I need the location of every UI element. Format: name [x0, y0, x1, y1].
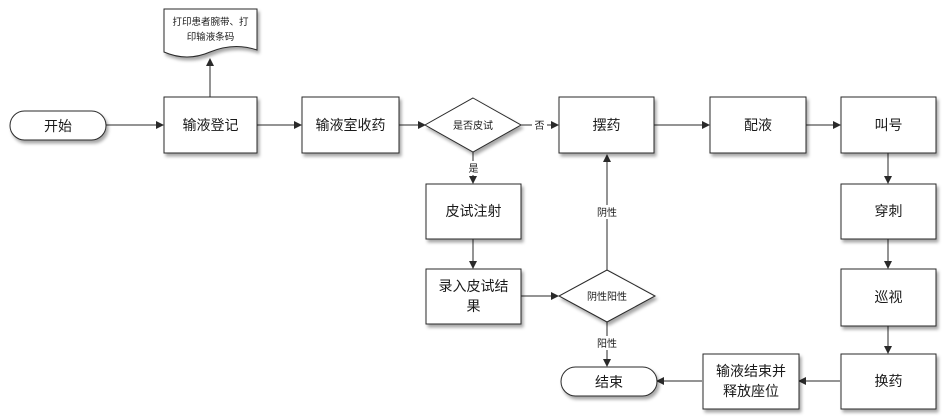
puncture-label: 穿刺	[875, 204, 903, 220]
change-node: 换药	[840, 353, 937, 410]
arrange-label: 摆药	[593, 118, 621, 134]
finish-infusion-label-line2: 释放座位	[723, 384, 779, 400]
skin-injection-label: 皮试注射	[446, 204, 502, 220]
receive-node: 输液室收药	[301, 96, 400, 154]
change-label: 换药	[875, 373, 903, 390]
finish-infusion-label-line1: 输液结束并	[716, 364, 786, 380]
receive-label: 输液室收药	[316, 117, 386, 134]
register-node: 输液登记	[163, 96, 258, 154]
print-document-label-line1: 打印患者腕带、打	[172, 16, 249, 28]
edge-label-positive: 阳性	[597, 337, 617, 350]
call-label: 叫号	[875, 118, 903, 134]
skin-injection-node: 皮试注射	[425, 183, 522, 240]
edge-labels: 否 是 阴性 阳性	[466, 118, 620, 350]
skin-test-decision: 是否皮试	[423, 97, 523, 153]
patrol-node: 巡视	[840, 268, 937, 327]
arrange-node: 摆药	[558, 96, 655, 154]
puncture-node: 穿刺	[840, 183, 937, 240]
record-result-node: 录入皮试结 果	[425, 268, 522, 325]
end-label: 结束	[595, 375, 623, 391]
print-document-label-line2: 印输液条码	[187, 31, 235, 43]
edges	[106, 58, 892, 385]
call-node: 叫号	[840, 96, 937, 154]
finish-infusion-node: 输液结束并 释放座位	[702, 353, 800, 410]
result-decision: 阴性阳性	[557, 269, 657, 323]
edge-label-no: 否	[535, 120, 545, 132]
record-result-label-line2: 果	[467, 299, 481, 315]
mix-label: 配液	[744, 118, 772, 134]
result-decision-label: 阴性阳性	[587, 290, 627, 303]
skin-test-decision-label: 是否皮试	[453, 119, 493, 132]
start-label: 开始	[44, 119, 72, 135]
register-label: 输液登记	[183, 118, 239, 134]
start-node: 开始	[9, 110, 107, 141]
mix-node: 配液	[709, 96, 807, 154]
end-node: 结束	[560, 366, 658, 397]
print-document-node: 打印患者腕带、打 印输液条码	[163, 8, 258, 58]
patrol-label: 巡视	[875, 290, 903, 306]
edge-label-yes: 是	[469, 163, 479, 175]
edge-label-negative: 阴性	[597, 206, 617, 219]
record-result-label-line1: 录入皮试结	[439, 279, 509, 295]
